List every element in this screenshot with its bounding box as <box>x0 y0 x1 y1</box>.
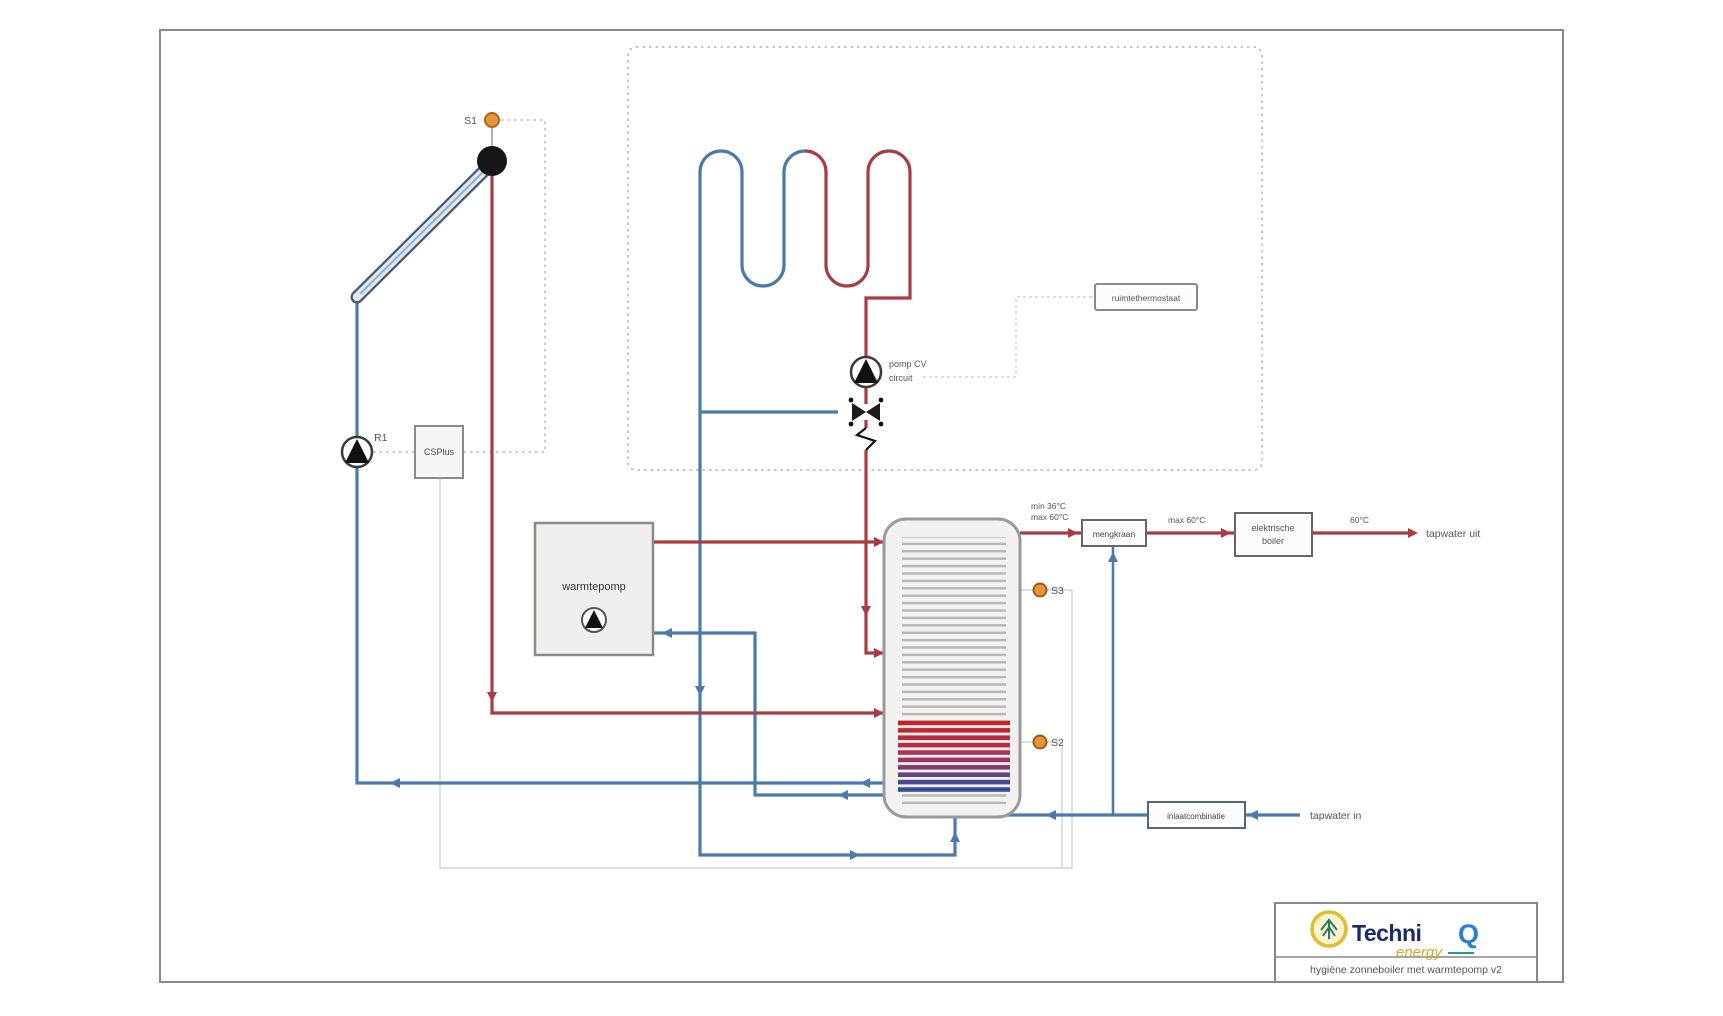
buffer-tank <box>882 517 1022 819</box>
pump-cv-triangle-icon <box>854 359 878 383</box>
electric-boiler-label-line1: elektrische <box>1251 523 1294 533</box>
floorheating-return-pipe <box>698 149 838 414</box>
flow-arrows <box>390 528 1418 860</box>
sensor-s2-dot <box>1032 734 1048 750</box>
solar-supply-pipe <box>490 176 884 715</box>
thermostat-wire <box>923 296 1095 378</box>
tapwater-out-label: tapwater uit <box>1426 528 1480 540</box>
page-border <box>159 29 1564 983</box>
mengkraan-out-label: max 60°C <box>1168 515 1205 525</box>
pump-cv-label-line2: circuit <box>889 373 913 383</box>
pump-r1-triangle-icon <box>345 439 369 463</box>
sensor-s1-dot <box>484 112 500 128</box>
heatpump-box: warmtepomp <box>533 521 655 657</box>
controller-csplus: CSPlus <box>414 425 464 479</box>
sensor-s3-label: S3 <box>1051 585 1064 597</box>
brand-subtitle: energy <box>1396 944 1443 961</box>
sensor-s1-label: S1 <box>464 115 477 127</box>
pump-cv: pomp CV circuit <box>849 355 927 389</box>
drawing-title: hygiëne zonneboiler met warmtepomp v2 <box>1310 964 1502 976</box>
tank-sensors: S3 S2 <box>1032 582 1064 750</box>
tank-out-min-label: min 36°C <box>1031 501 1066 511</box>
mixing-tap-label: mengkraan <box>1093 529 1136 539</box>
cv-circuit-dotted-boundary <box>627 46 1263 471</box>
s1-sensor-wire <box>463 119 546 453</box>
heatpump-label: warmtepomp <box>561 581 626 593</box>
controller-csplus-label: CSPlus <box>424 447 455 457</box>
solar-collector: S1 <box>350 112 507 304</box>
room-thermostat-label: ruimtethermostaat <box>1112 293 1181 303</box>
check-valve-icon <box>854 427 878 451</box>
pump-r1-label: R1 <box>374 432 388 444</box>
pump-cv-label-line1: pomp CV <box>889 359 927 369</box>
hot-pipes <box>490 149 1415 715</box>
temperature-labels: min 36°C max 60°C max 60°C 60°C <box>1031 501 1369 525</box>
electric-boiler-box: elektrische boiler <box>1234 512 1313 557</box>
boiler-out-label: 60°C <box>1350 515 1369 525</box>
electric-boiler-label-line2: boiler <box>1262 536 1284 546</box>
mixing-tap-box: mengkraan <box>1081 519 1147 547</box>
pump-r1: R1 <box>340 432 388 469</box>
room-thermostat-box: ruimtethermostaat <box>1094 283 1198 311</box>
brand-name-part2: Q <box>1458 919 1479 949</box>
title-block: Techni Q energy hygiëne zonneboiler met … <box>1274 902 1538 983</box>
sensor-wiring <box>373 119 1095 869</box>
collector-header <box>477 146 507 176</box>
mixing-valve <box>848 397 884 451</box>
inlet-combination-box: inlaatcombinatie <box>1147 801 1246 829</box>
sensor-s2-label: S2 <box>1051 737 1064 749</box>
inlet-combination-label: inlaatcombinatie <box>1167 812 1225 821</box>
tapwater-in-label: tapwater in <box>1310 810 1362 822</box>
brand-name-part1: Techni <box>1352 920 1421 946</box>
tank-out-max-label: max 60°C <box>1031 512 1068 522</box>
floorheating-supply-pipe <box>804 149 912 357</box>
techniq-logo-icon <box>1310 910 1348 948</box>
sensor-s3-dot <box>1032 582 1048 598</box>
